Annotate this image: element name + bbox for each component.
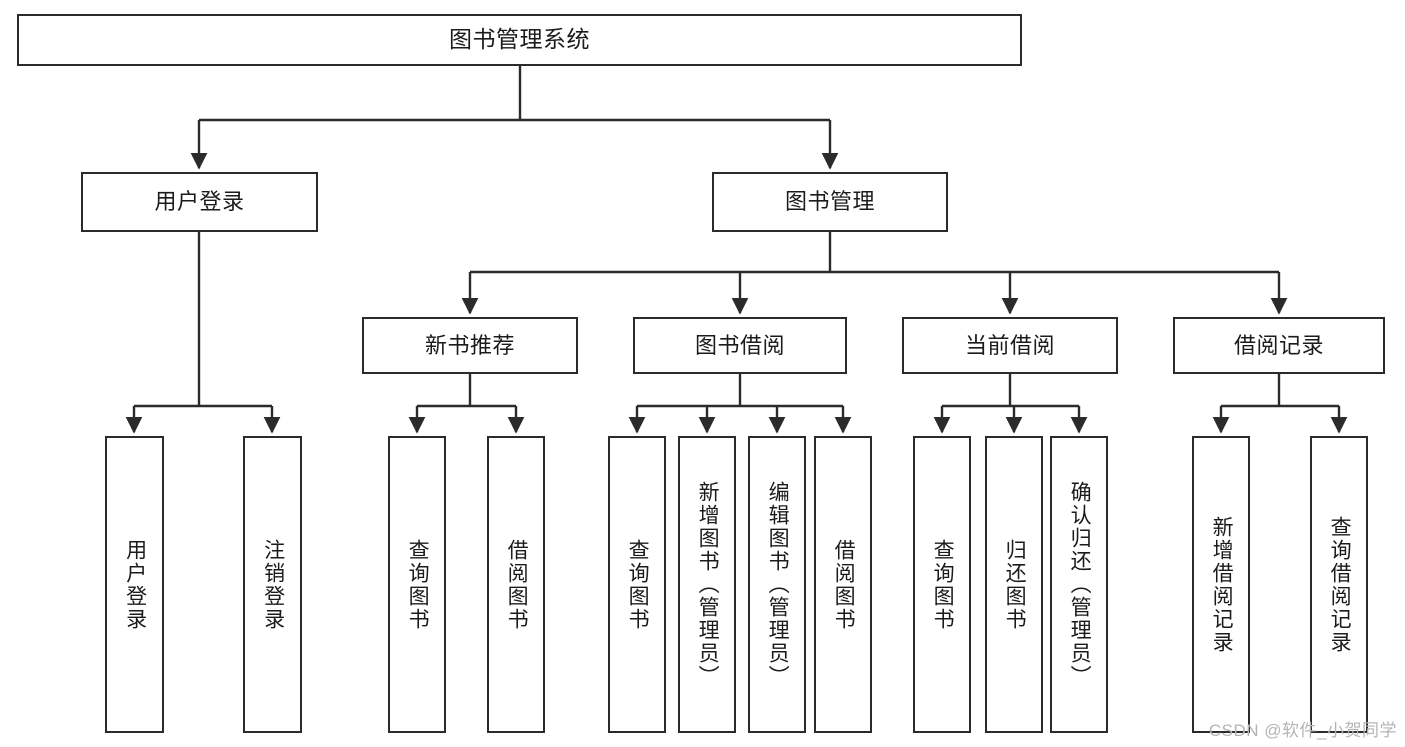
node-l9[interactable]: 查询图书 bbox=[913, 436, 971, 733]
node-label: 借阅图书 bbox=[832, 538, 856, 631]
node-label: 查询图书 bbox=[931, 538, 955, 631]
node-n2b[interactable]: 图书管理 bbox=[712, 172, 948, 232]
csdn-watermark: CSDN @软件_小贺同学 bbox=[1208, 721, 1397, 740]
node-label: 用户登录 bbox=[123, 538, 147, 631]
node-n3b[interactable]: 图书借阅 bbox=[633, 317, 847, 374]
node-l12[interactable]: 新增借阅记录 bbox=[1192, 436, 1250, 733]
node-label: 查询图书 bbox=[406, 538, 430, 631]
node-l11[interactable]: 确认归还（管理员） bbox=[1050, 436, 1108, 733]
node-l3[interactable]: 查询图书 bbox=[388, 436, 446, 733]
node-label: 新增图书（管理员） bbox=[696, 481, 720, 688]
node-label: 借阅记录 bbox=[1233, 332, 1324, 358]
node-label: 当前借阅 bbox=[964, 332, 1055, 358]
node-l4[interactable]: 借阅图书 bbox=[487, 436, 545, 733]
node-n3c[interactable]: 当前借阅 bbox=[902, 317, 1118, 374]
node-n3d[interactable]: 借阅记录 bbox=[1173, 317, 1385, 374]
node-l13[interactable]: 查询借阅记录 bbox=[1310, 436, 1368, 733]
node-label: 借阅图书 bbox=[505, 538, 529, 631]
node-l6[interactable]: 新增图书（管理员） bbox=[678, 436, 736, 733]
node-l8[interactable]: 借阅图书 bbox=[814, 436, 872, 733]
node-label: 归还图书 bbox=[1003, 538, 1027, 631]
node-label: 注销登录 bbox=[261, 538, 285, 631]
node-root[interactable]: 图书管理系统 bbox=[17, 14, 1022, 66]
node-label: 查询借阅记录 bbox=[1328, 515, 1352, 654]
node-label: 查询图书 bbox=[626, 538, 650, 631]
node-n3a[interactable]: 新书推荐 bbox=[362, 317, 578, 374]
node-label: 新书推荐 bbox=[424, 332, 515, 358]
node-label: 图书管理 bbox=[784, 189, 875, 215]
node-label: 图书借阅 bbox=[694, 332, 785, 358]
node-label: 编辑图书（管理员） bbox=[766, 481, 790, 688]
node-n2a[interactable]: 用户登录 bbox=[81, 172, 318, 232]
node-l5[interactable]: 查询图书 bbox=[608, 436, 666, 733]
node-label: 确认归还（管理员） bbox=[1068, 481, 1092, 688]
node-label: 用户登录 bbox=[154, 189, 245, 215]
node-l1[interactable]: 用户登录 bbox=[105, 436, 164, 733]
node-l10[interactable]: 归还图书 bbox=[985, 436, 1043, 733]
node-l7[interactable]: 编辑图书（管理员） bbox=[748, 436, 806, 733]
node-label: 图书管理系统 bbox=[449, 26, 590, 53]
node-l2[interactable]: 注销登录 bbox=[243, 436, 302, 733]
node-label: 新增借阅记录 bbox=[1210, 515, 1234, 654]
